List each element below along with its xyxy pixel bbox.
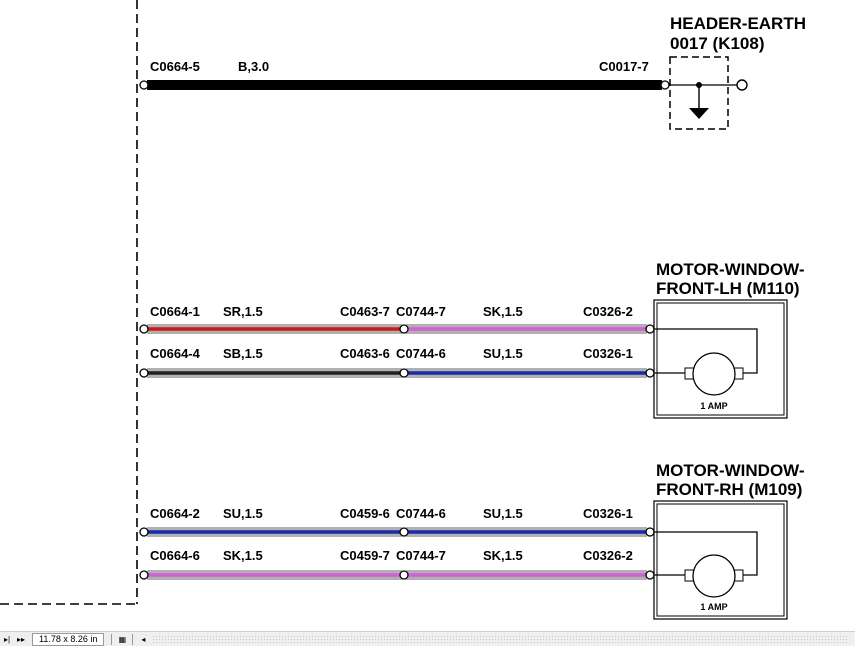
earth-wire-to-label: C0017-7 <box>599 59 649 74</box>
motor-rh-title-line2: FRONT-RH (M109) <box>656 480 802 499</box>
lh-wire1-from-label: C0664-1 <box>150 304 200 319</box>
earth-wire-spec-label: B,3.0 <box>238 59 269 74</box>
earth-title-line1: HEADER-EARTH <box>670 14 806 33</box>
lh-wire2-mid2-label: C0744-6 <box>396 346 446 361</box>
scroll-left-icon[interactable]: ◂ <box>141 634 146 644</box>
lh-wire1-inline-terminal <box>399 324 409 334</box>
lh-wire2-from-label: C0664-4 <box>150 346 201 361</box>
earth-stud-terminal-icon <box>736 79 748 91</box>
status-divider <box>111 633 113 645</box>
rh-wire2-end-terminal <box>645 570 655 580</box>
rh-wire1-end-terminal <box>645 527 655 537</box>
lh-wire2-spec1-label: SB,1.5 <box>223 346 263 361</box>
rh-wire2-to-label: C0326-2 <box>583 548 633 563</box>
rh-wire2-from-label: C0664-6 <box>150 548 200 563</box>
status-bar: ▸| ▸▸ 11.78 x 8.26 in ▦ ◂ <box>0 631 855 646</box>
earth-wire-end-terminal <box>660 80 670 90</box>
lh-wire1-spec1-label: SR,1.5 <box>223 304 263 319</box>
earth-title-line2: 0017 (K108) <box>670 34 765 53</box>
motor-lh-component-box-inner <box>656 302 785 416</box>
motor-lh-group: MOTOR-WINDOW- FRONT-LH (M110) C0664-1 SR… <box>139 260 805 419</box>
rh-wire1-inline-terminal <box>399 527 409 537</box>
motor-rh-title-line1: MOTOR-WINDOW- <box>656 461 805 480</box>
lh-wire2-inline-terminal <box>399 368 409 378</box>
earth-component-box <box>669 56 729 130</box>
lh-wire1-start-terminal <box>139 324 149 334</box>
motor-rh-rating: 1 AMP <box>700 602 727 612</box>
status-divider <box>132 633 134 645</box>
rh-wire1-start-terminal <box>139 527 149 537</box>
lh-wire2-start-terminal <box>139 368 149 378</box>
lh-wire1-spec2-label: SK,1.5 <box>483 304 523 319</box>
last-page-icon[interactable]: ▸▸ <box>16 634 26 644</box>
lh-wire1-mid1-label: C0463-7 <box>340 304 390 319</box>
lh-wire1-mid2-label: C0744-7 <box>396 304 446 319</box>
rh-wire1-to-label: C0326-1 <box>583 506 633 521</box>
header-earth-group: HEADER-EARTH 0017 (K108) C0664-5 B,3.0 C… <box>139 14 806 130</box>
lh-wire2-mid1-label: C0463-6 <box>340 346 390 361</box>
motor-lh-title-line2: FRONT-LH (M110) <box>656 279 800 298</box>
lh-wire1-to-label: C0326-2 <box>583 304 633 319</box>
lh-wire2-end-terminal <box>645 368 655 378</box>
rh-wire2-spec1-label: SK,1.5 <box>223 548 263 563</box>
rh-wire2-start-terminal <box>139 570 149 580</box>
page-size-readout: 11.78 x 8.26 in <box>32 632 105 646</box>
horizontal-scrollbar[interactable] <box>152 634 849 644</box>
rh-wire2-mid1-label: C0459-7 <box>340 548 390 563</box>
lh-wire2-to-label: C0326-1 <box>583 346 633 361</box>
motor-rh-group: MOTOR-WINDOW- FRONT-RH (M109) C0664-2 SU… <box>139 461 805 620</box>
motor-lh-internal-wire <box>654 328 758 374</box>
rh-wire2-spec2-label: SK,1.5 <box>483 548 523 563</box>
lh-wire2-spec2-label: SU,1.5 <box>483 346 523 361</box>
page-grid-icon[interactable]: ▦ <box>118 634 127 644</box>
rh-wire1-from-label: C0664-2 <box>150 506 200 521</box>
rh-wire2-mid2-label: C0744-7 <box>396 548 446 563</box>
rh-wire2-inline-terminal <box>399 570 409 580</box>
motor-icon <box>692 554 736 598</box>
motor-rh-component-box-inner <box>656 503 785 617</box>
earth-wire-start-terminal <box>139 80 149 90</box>
rh-wire1-spec1-label: SU,1.5 <box>223 506 263 521</box>
motor-icon <box>692 352 736 396</box>
first-page-icon[interactable]: ▸| <box>3 634 11 644</box>
motor-lh-rating: 1 AMP <box>700 401 727 411</box>
rh-wire1-mid2-label: C0744-6 <box>396 506 446 521</box>
motor-lh-title-line1: MOTOR-WINDOW- <box>656 260 805 279</box>
earth-wire-from-label: C0664-5 <box>150 59 200 74</box>
wiring-diagram: HEADER-EARTH 0017 (K108) C0664-5 B,3.0 C… <box>0 0 806 620</box>
rh-wire1-spec2-label: SU,1.5 <box>483 506 523 521</box>
lh-wire1-end-terminal <box>645 324 655 334</box>
motor-rh-internal-wire <box>654 531 758 576</box>
ground-symbol-icon <box>689 108 709 119</box>
rh-wire1-mid1-label: C0459-6 <box>340 506 390 521</box>
